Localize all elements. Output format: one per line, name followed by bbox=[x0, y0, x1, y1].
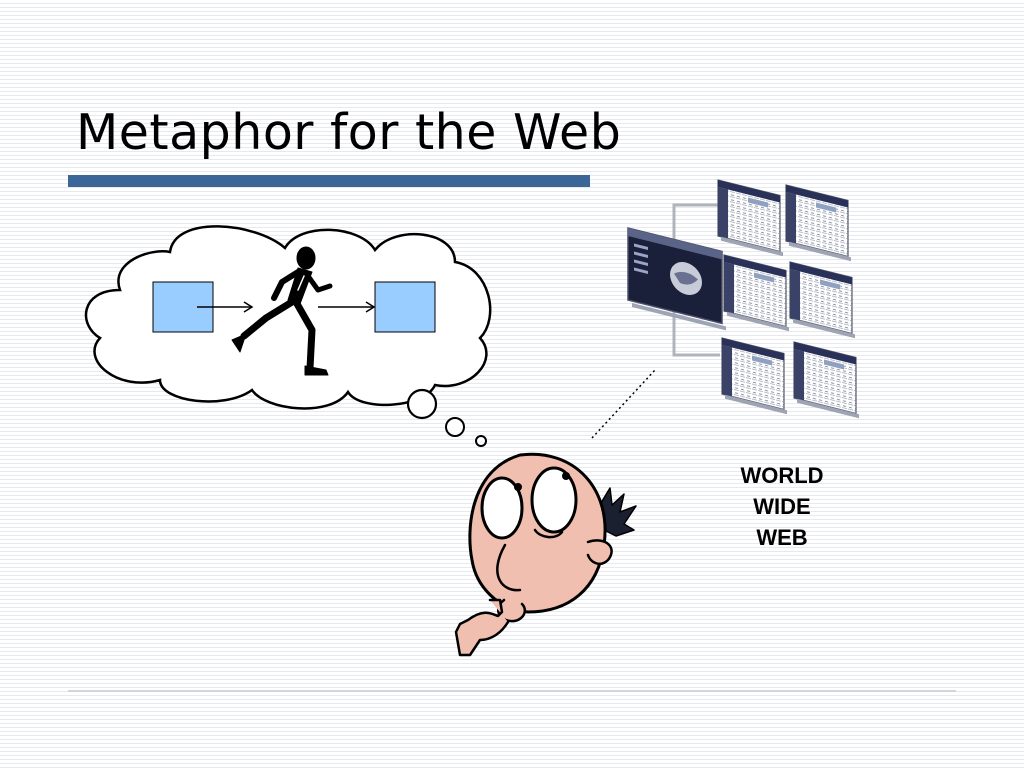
dotted-connector bbox=[591, 369, 656, 439]
footer-rule bbox=[68, 690, 956, 692]
end-box bbox=[374, 281, 436, 333]
www-label: WORLD WIDE WEB bbox=[722, 460, 842, 553]
www-word-web: WEB bbox=[756, 525, 808, 550]
runner-icon bbox=[231, 246, 333, 376]
title-underline bbox=[68, 175, 590, 187]
arrow-right-icon bbox=[318, 301, 376, 313]
slide-title: Metaphor for the Web bbox=[76, 104, 622, 161]
www-word-wide: WIDE bbox=[753, 494, 811, 519]
thought-cloud-icon bbox=[84, 225, 492, 447]
web-pages-icon bbox=[627, 179, 860, 419]
arrow-right-icon bbox=[197, 301, 254, 313]
www-word-world: WORLD bbox=[740, 463, 824, 488]
thinking-man-icon bbox=[454, 452, 637, 657]
